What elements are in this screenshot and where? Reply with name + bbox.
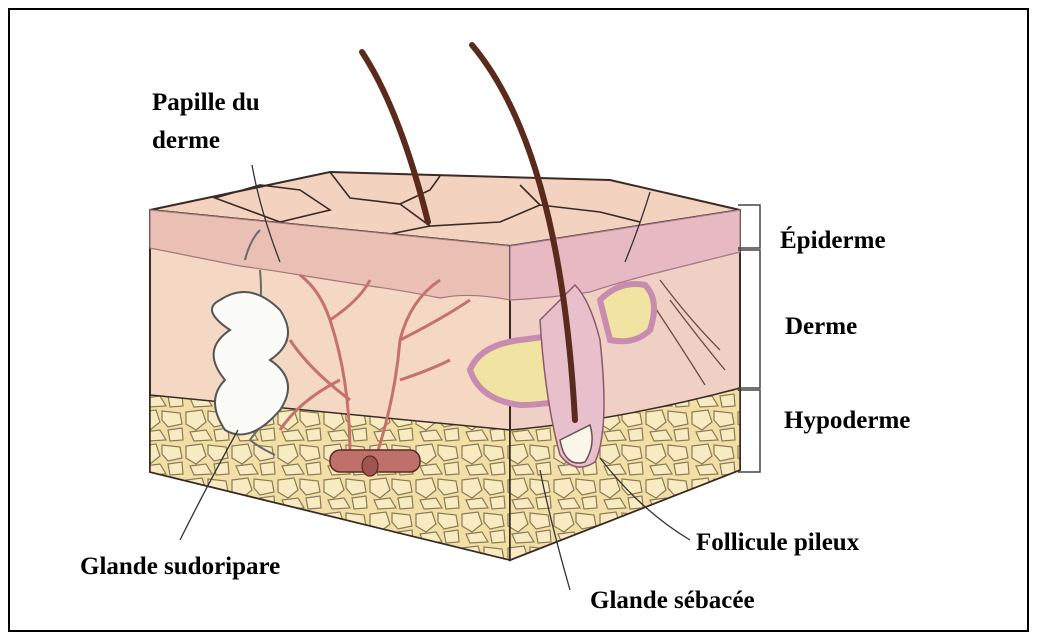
label-glande-sebacee: Glande sébacée bbox=[590, 582, 755, 620]
label-hypoderme: Hypoderme bbox=[784, 402, 910, 440]
label-papille-line2: derme bbox=[152, 122, 220, 160]
layer-brackets bbox=[738, 205, 760, 472]
label-papille-line1: Papille du bbox=[152, 84, 260, 122]
vessel-cross-section bbox=[330, 450, 420, 476]
label-epiderme: Épiderme bbox=[780, 222, 886, 260]
label-follicule-pileux: Follicule pileux bbox=[696, 524, 859, 562]
label-derme: Derme bbox=[785, 308, 857, 346]
label-glande-sudoripare: Glande sudoripare bbox=[80, 548, 280, 586]
